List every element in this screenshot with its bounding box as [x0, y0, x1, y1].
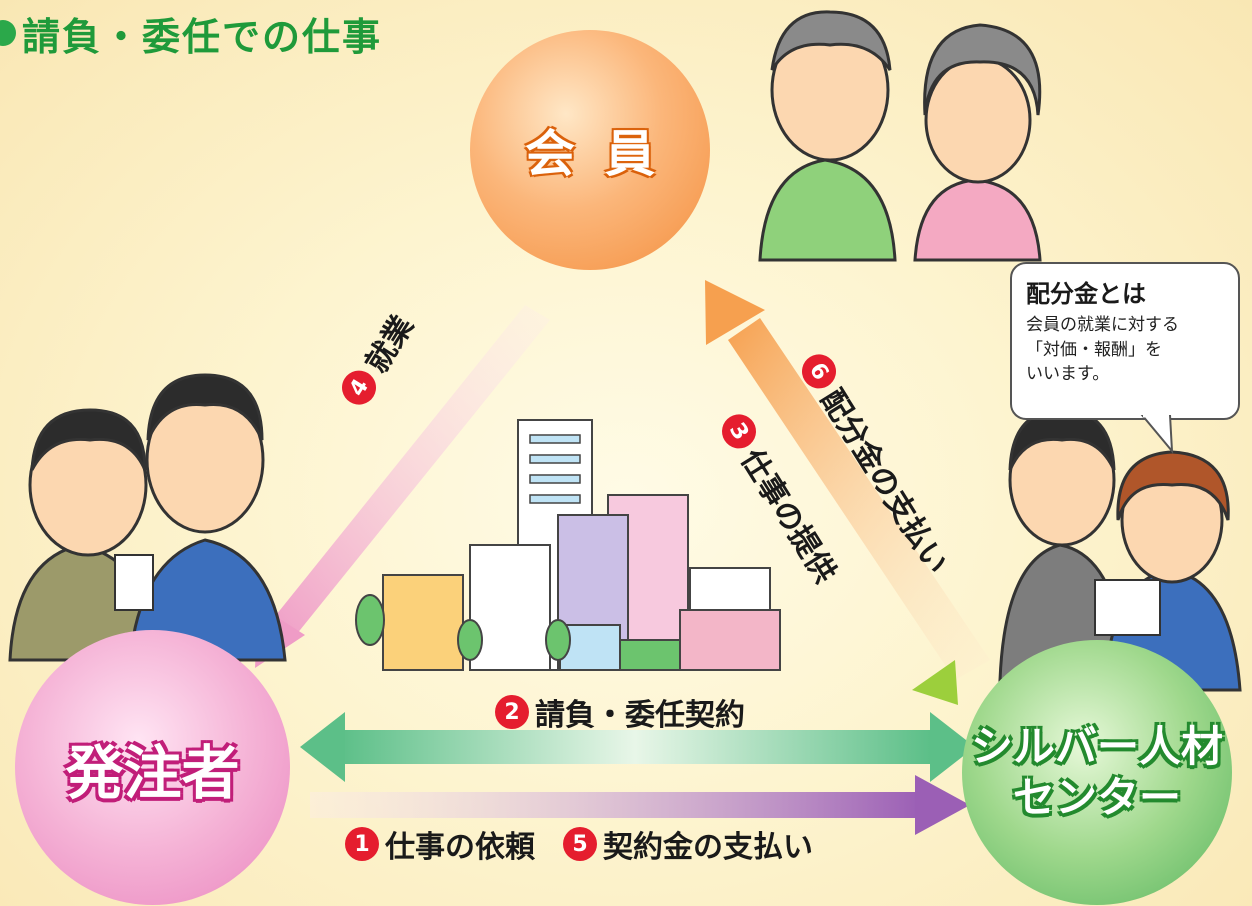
pay-arrow	[705, 280, 990, 680]
contract-arrow	[300, 712, 975, 782]
member-label: 会員	[525, 125, 685, 183]
bubble-line: 「対価・報酬」を	[1026, 339, 1162, 360]
silver-center-node: シルバー人材 センター	[962, 640, 1232, 905]
step-contract-payment-label: 5 契約金の支払い	[563, 822, 813, 866]
member-node: 会員	[470, 30, 710, 270]
step-number-badge: 1	[345, 827, 379, 861]
step-number-badge: 5	[563, 827, 597, 861]
page-title-text: 請負・委任での仕事	[22, 14, 383, 59]
bubble-line: いいます。	[1026, 364, 1110, 385]
client-node: 発注者	[15, 630, 290, 905]
center-label-line1: シルバー人材	[970, 722, 1223, 772]
step-contract-label: 2 請負・委任契約	[495, 690, 745, 734]
center-label-line2: センター	[1012, 772, 1181, 822]
bubble-line: 会員の就業に対する	[1026, 315, 1179, 335]
step-request-label: 1 仕事の依頼	[345, 822, 535, 866]
request-payment-arrow	[310, 775, 970, 835]
members-illustration	[758, 10, 1042, 262]
step-text: 仕事の依頼	[385, 830, 535, 865]
step-text: 請負・委任契約	[535, 698, 745, 733]
step-request-payment-labels: 1 仕事の依頼 5 契約金の支払い	[345, 822, 831, 866]
page-title: 請負・委任での仕事	[0, 8, 383, 59]
provide-arrow-head	[912, 660, 958, 705]
bubble-title: 配分金とは	[1026, 280, 1146, 308]
step-number-badge: 2	[495, 695, 529, 729]
city-illustration	[355, 419, 781, 671]
step-text: 契約金の支払い	[603, 830, 813, 865]
center-staff-illustration	[998, 408, 1242, 692]
speech-bubble-tail	[1140, 415, 1174, 454]
bullet-icon	[0, 20, 16, 46]
client-label: 発注者	[65, 738, 240, 807]
client-people-illustration	[8, 373, 287, 662]
speech-bubble: 配分金とは 会員の就業に対する 「対価・報酬」を いいます。	[1010, 262, 1240, 420]
bubble-body: 会員の就業に対する 「対価・報酬」を いいます。	[1026, 313, 1224, 387]
